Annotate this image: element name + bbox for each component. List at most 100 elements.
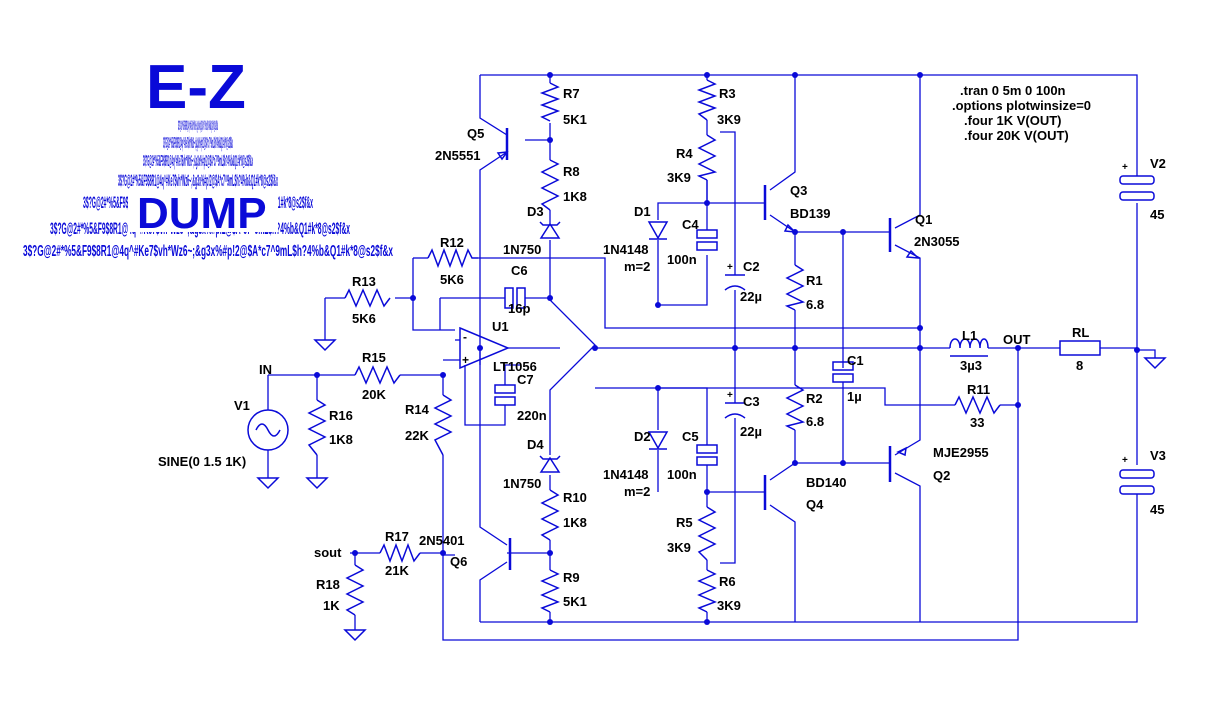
resistor-r6[interactable]	[697, 569, 717, 613]
transistor-q1[interactable]	[888, 218, 920, 259]
label-l1: L1	[962, 328, 977, 343]
resistor-r14[interactable]	[433, 394, 453, 456]
value-r4: 3K9	[667, 170, 691, 185]
ez-dump-logo: E-Z 3$?G@2#*%5&F9$8R1@4q^#Ke7$vh*Wz6~;&g…	[23, 53, 393, 260]
value-d1: 1N4148	[603, 242, 649, 257]
label-r13: R13	[352, 274, 376, 289]
resistor-r17[interactable]	[379, 542, 421, 564]
capacitors: + +	[494, 229, 854, 466]
label-r12: R12	[440, 235, 464, 250]
ground-r13	[313, 339, 337, 352]
label-q2: Q2	[933, 468, 950, 483]
label-c1: C1	[847, 353, 864, 368]
label-r17: R17	[385, 529, 409, 544]
label-r15: R15	[362, 350, 386, 365]
resistor-r18[interactable]	[345, 564, 365, 616]
capacitor-c4[interactable]	[696, 229, 718, 251]
value-r1: 6.8	[806, 297, 824, 312]
label-v1: V1	[234, 398, 250, 413]
diode-d2[interactable]	[647, 431, 669, 450]
transistors	[496, 128, 920, 570]
resistor-r10[interactable]	[540, 489, 560, 541]
capacitor-c3[interactable]: +	[724, 390, 746, 419]
logo-glyph-row-2: 3$?G@2#*%5&F9$8R1@4q^#Ke7$vh*Wz6~;&g3x%#…	[163, 135, 233, 152]
value-r13: 5K6	[352, 311, 376, 326]
resistor-r15[interactable]	[354, 365, 401, 385]
label-r18: R18	[316, 577, 340, 592]
battery-v3[interactable]: +	[1119, 455, 1155, 510]
resistor-r13[interactable]	[344, 288, 391, 308]
value-r3: 3K9	[717, 112, 741, 127]
label-c6: C6	[511, 263, 528, 278]
label-c2: C2	[743, 259, 760, 274]
resistor-r8[interactable]	[540, 159, 560, 211]
resistor-r12[interactable]	[427, 247, 478, 269]
zener-d4[interactable]	[539, 455, 561, 473]
transistor-q3[interactable]	[763, 185, 798, 233]
diode-d1[interactable]	[647, 221, 669, 240]
label-q4: Q4	[806, 497, 824, 512]
value-d2: 1N4148	[603, 467, 649, 482]
value-c1: 1µ	[847, 389, 862, 404]
transistor-q2[interactable]	[888, 446, 907, 482]
value-v2: 45	[1150, 207, 1164, 222]
opamp-u1[interactable]: - +	[455, 326, 510, 370]
value-r17: 21K	[385, 563, 409, 578]
value-c7: 220n	[517, 408, 547, 423]
capacitor-c2[interactable]: +	[724, 262, 746, 291]
value-rl: 8	[1076, 358, 1083, 373]
battery-v2[interactable]: +	[1119, 162, 1155, 201]
capacitor-c1[interactable]	[832, 361, 854, 383]
value-r16: 1K8	[329, 432, 353, 447]
net-label-in: IN	[259, 362, 272, 377]
label-r10: R10	[563, 490, 587, 505]
resistor-r16[interactable]	[307, 399, 327, 456]
resistor-r9[interactable]	[540, 569, 560, 613]
inductor-l1[interactable]	[949, 338, 989, 357]
value-q4-part: BD140	[806, 475, 846, 490]
value-r11: 33	[970, 415, 984, 430]
label-q1: Q1	[915, 212, 932, 227]
resistor-r11[interactable]	[954, 395, 1001, 415]
resistor-r5[interactable]	[697, 506, 717, 561]
value-r9: 5K1	[563, 594, 587, 609]
capacitor-c7[interactable]	[494, 384, 516, 406]
sine-source-v1[interactable]	[247, 409, 289, 451]
param-d2: m=2	[624, 484, 650, 499]
ground-output	[1143, 357, 1167, 370]
value-v3: 45	[1150, 502, 1164, 517]
label-q6: Q6	[450, 554, 467, 569]
directive-tran: .tran 0 5m 0 100n	[960, 83, 1066, 98]
svg-text:+: +	[727, 390, 733, 401]
capacitor-c6[interactable]	[504, 287, 526, 309]
label-c4: C4	[682, 217, 699, 232]
resistor-rl[interactable]	[1059, 340, 1101, 356]
zener-d3[interactable]	[539, 212, 561, 239]
label-r14: R14	[405, 402, 430, 417]
value-c3: 22µ	[740, 424, 762, 439]
resistor-r2[interactable]	[784, 384, 806, 431]
value-r14: 22K	[405, 428, 429, 443]
value-c4: 100n	[667, 252, 697, 267]
svg-text:+: +	[462, 353, 469, 367]
capacitor-c5[interactable]	[696, 444, 718, 466]
directive-four-20k: .four 20K V(OUT)	[964, 128, 1069, 143]
resistor-r1[interactable]	[784, 264, 806, 311]
logo-glyph-row-4: 3$?G@2#*%5&F9$8R1@4q^#Ke7$vh*Wz6~;&g3x%#…	[118, 171, 278, 190]
transistor-q6[interactable]	[507, 538, 525, 570]
resistor-r7[interactable]	[539, 82, 561, 122]
label-c7: C7	[517, 372, 534, 387]
diodes	[539, 212, 669, 473]
component-labels: R7 5K1 Q5 2N5551 R8 1K8 D3 1N750 R3 3K9 …	[158, 86, 1166, 613]
ground-r18	[343, 629, 367, 642]
resistor-r3[interactable]	[696, 79, 718, 121]
resistor-r4[interactable]	[696, 134, 718, 181]
directive-four-1k: .four 1K V(OUT)	[964, 113, 1062, 128]
label-q3: Q3	[790, 183, 807, 198]
label-r8: R8	[563, 164, 580, 179]
logo-main-backdrop	[128, 190, 278, 232]
label-q5: Q5	[467, 126, 484, 141]
transistor-q5[interactable]	[496, 128, 509, 161]
value-r10: 1K8	[563, 515, 587, 530]
